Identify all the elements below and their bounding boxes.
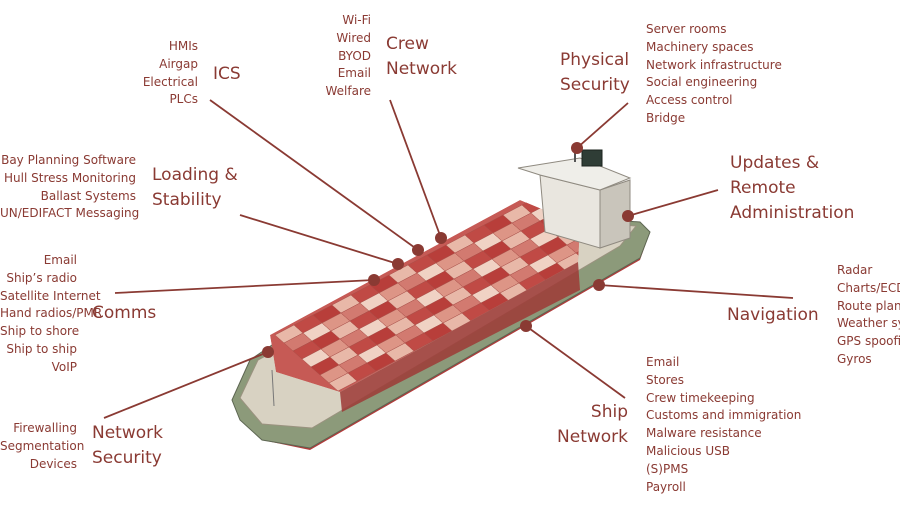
list-item: Electrical (142, 74, 198, 89)
list-item: Server rooms (646, 22, 727, 36)
updates-title: Updates & Remote Administration (730, 153, 855, 223)
list-item: Hull Stress Monitoring (4, 170, 136, 185)
crew-marker (435, 232, 447, 244)
navigation-title: Navigation (727, 305, 819, 325)
list-item: VoIP (51, 359, 77, 374)
list-item: Email (337, 66, 371, 81)
list-item: BYOD (338, 48, 371, 63)
network-security-title: Network Security (92, 423, 163, 468)
container-side (340, 262, 580, 412)
list-item: Network infrastructure (646, 57, 782, 72)
list-item: Stores (646, 372, 684, 387)
list-item: Radar (837, 263, 873, 277)
leader-lines (103, 99, 794, 419)
list-item: Crew timekeeping (646, 390, 755, 405)
funnel (581, 149, 603, 167)
list-item: PLCs (169, 92, 198, 107)
list-item: Malware resistance (646, 426, 762, 441)
list-item: Ballast Systems (40, 188, 136, 203)
list-item: Ship’s radio (6, 270, 77, 285)
loading-stability-title: Loading & Stability (152, 165, 238, 210)
list-item: Airgap (159, 56, 198, 71)
list-item: Malicious USB (646, 443, 730, 458)
shipnet-marker (520, 320, 532, 332)
list-item: UN/EDIFACT Messaging (0, 206, 140, 221)
ics-title: ICS (213, 64, 241, 84)
updates-leader (627, 189, 719, 217)
list-item: Customs and immigration (646, 408, 802, 423)
ics-marker (412, 244, 424, 256)
list-item: Wired (336, 30, 371, 45)
list-item: Weather systems (837, 316, 900, 331)
updates-marker (622, 210, 634, 222)
comms-title: Comms (92, 303, 157, 323)
physical-security-title: Physical Security (560, 50, 630, 95)
list-item: Segmentation (0, 438, 85, 453)
list-item: HMIs (168, 39, 198, 53)
list-item: (S)PMS (646, 461, 689, 476)
list-item: Email (646, 355, 680, 369)
list-item: Wi-Fi (342, 13, 371, 27)
list-item: Devices (29, 456, 77, 471)
physical-leader (576, 102, 629, 149)
netsec-leader (103, 351, 269, 419)
comms-leader (114, 279, 375, 294)
comms-marker (368, 274, 380, 286)
list-item: Firewalling (13, 421, 77, 435)
ship-network-title: Ship Network (557, 402, 628, 447)
loading-marker (392, 258, 404, 270)
list-item: Welfare (325, 84, 371, 99)
list-item: Route planning (837, 298, 900, 313)
list-item: Ship to ship (6, 341, 77, 356)
container-tile (556, 252, 580, 272)
list-item: Payroll (646, 479, 686, 494)
bridge-roof (517, 157, 632, 191)
crew-leader (389, 99, 442, 239)
physical-marker (571, 142, 583, 154)
list-item: Charts/ECDIS (837, 280, 900, 295)
loading-leader (239, 214, 399, 265)
list-item: Bridge (646, 110, 686, 125)
list-item: GPS spoofing (837, 334, 900, 349)
shipnet-leader (525, 325, 626, 399)
crew-network-title: Crew Network (386, 34, 457, 79)
list-item: Email (43, 253, 77, 267)
ics-leader (209, 99, 419, 251)
list-item: Social engineering (646, 75, 758, 90)
navigation-marker (593, 279, 605, 291)
list-item: Machinery spaces (646, 39, 754, 54)
list-item: Hand radios/PMR (0, 306, 103, 321)
list-item: Ship to shore (0, 324, 80, 339)
list-item: Satellite Internet (0, 288, 101, 303)
netsec-marker (262, 346, 274, 358)
bridge-side (599, 179, 631, 249)
list-item: Access control (646, 93, 733, 108)
list-item: Bay Planning Software (1, 153, 136, 167)
list-item: Gyros (837, 351, 872, 366)
navigation-leader (598, 284, 794, 299)
